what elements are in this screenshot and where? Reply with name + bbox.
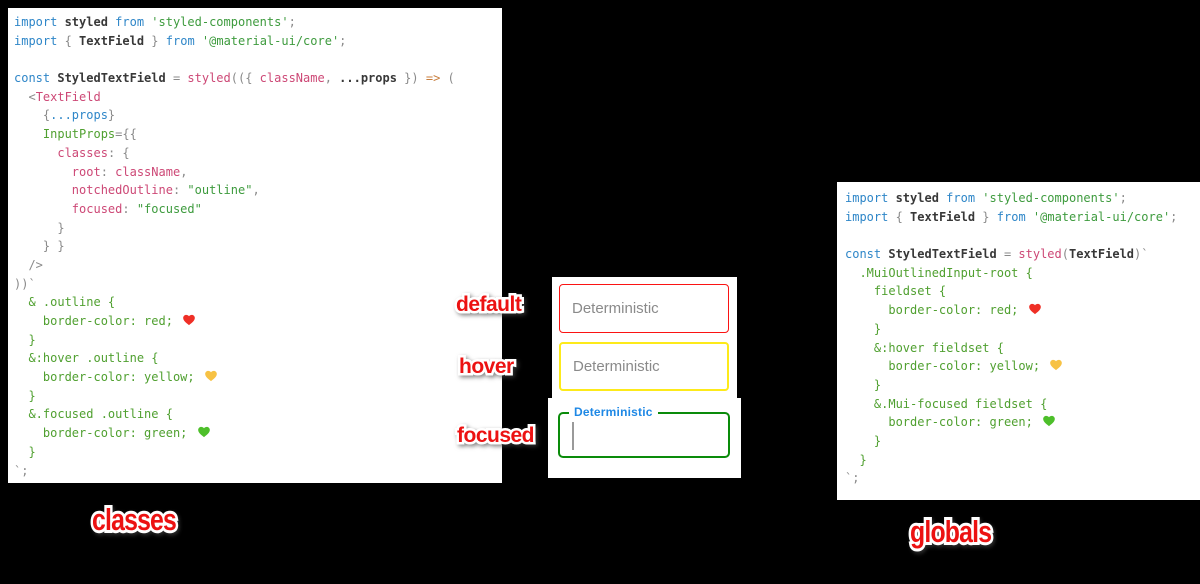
textfield-default[interactable] — [559, 284, 729, 333]
code-line: /> — [14, 257, 43, 272]
code-line: border-color: red; — [845, 301, 1200, 320]
code-line: } } — [14, 239, 65, 254]
code-line: &:hover .outline { — [14, 351, 159, 366]
red-heart-icon — [183, 314, 196, 326]
code-line: } — [14, 220, 65, 235]
text-caret — [572, 422, 574, 450]
code-line: } — [845, 433, 882, 448]
label-classes: classes — [92, 502, 177, 538]
code-line — [845, 226, 1200, 245]
code-line: import styled from 'styled-components'; — [14, 15, 296, 29]
code-line: } — [14, 444, 36, 459]
green-heart-icon — [197, 426, 210, 438]
code-line: border-color: yellow; — [14, 368, 502, 387]
yellow-heart-icon — [1050, 360, 1063, 371]
code-line: &:hover fieldset { — [845, 340, 1004, 355]
code-line: border-color: green; — [14, 424, 502, 443]
label-focused: focused — [457, 424, 535, 448]
code-line: const StyledTextField = styled(TextField… — [845, 247, 1149, 262]
textfield-focused[interactable]: Deterministic — [558, 405, 730, 458]
code-line: ))` — [14, 276, 36, 291]
code-line: `; — [845, 471, 860, 486]
yellow-heart-icon — [205, 370, 217, 382]
code-line: border-color: red; — [14, 312, 502, 331]
textfield-default-input[interactable] — [560, 285, 728, 332]
code-line: &.Mui-focused fieldset { — [845, 396, 1048, 411]
code-line: classes: { — [57, 145, 130, 160]
code-line: <TextField — [14, 89, 101, 104]
left-code-block: import styled from 'styled-components'; i… — [8, 8, 502, 483]
textfield-hover-input[interactable] — [561, 344, 727, 389]
code-line: .MuiOutlinedInput-root { — [845, 265, 1033, 280]
code-line: border-color: yellow; — [845, 357, 1200, 376]
red-heart-icon — [1028, 303, 1041, 315]
code-line: notchedOutline: "outline", — [71, 183, 260, 198]
code-line: &.focused .outline { — [14, 407, 173, 422]
code-line: fieldset { — [845, 284, 947, 299]
label-default: default — [456, 293, 522, 317]
code-line: import styled from 'styled-components'; — [845, 191, 1127, 205]
code-line: const StyledTextField = styled(({ classN… — [14, 71, 455, 86]
label-hover: hover — [459, 355, 514, 379]
code-line: root: className, — [71, 164, 188, 179]
textfield-focused-input[interactable] — [560, 414, 728, 456]
code-line — [14, 50, 502, 69]
code-line: & .outline { — [14, 295, 116, 310]
label-globals: globals — [910, 514, 992, 550]
green-heart-icon — [1043, 416, 1055, 427]
code-line: } — [845, 452, 867, 467]
code-line: `; — [14, 463, 29, 478]
code-line: focused: "focused" — [71, 201, 202, 216]
code-line: } — [14, 332, 36, 347]
code-line: import { TextField } from '@material-ui/… — [14, 33, 347, 48]
textfield-hover[interactable] — [559, 342, 729, 391]
code-line: {...props} — [14, 108, 116, 123]
code-line: border-color: green; — [845, 413, 1200, 432]
code-line: } — [14, 388, 36, 403]
code-line: import { TextField } from '@material-ui/… — [845, 209, 1178, 224]
code-line: } — [845, 321, 882, 336]
code-line: } — [845, 377, 882, 392]
right-code-block: import styled from 'styled-components'; i… — [837, 182, 1200, 500]
code-line: InputProps={{ — [42, 127, 137, 142]
